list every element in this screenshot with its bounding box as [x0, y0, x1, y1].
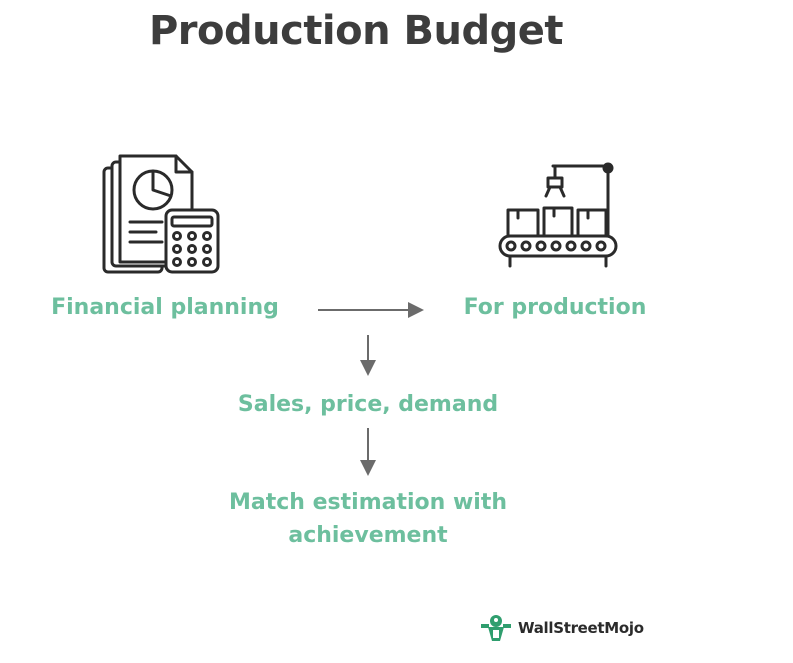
node-sales-price-demand: Sales, price, demand: [237, 392, 499, 417]
node-for-production: For production: [463, 295, 647, 320]
conveyor-factory-icon: [498, 162, 618, 268]
page-title: Production Budget: [148, 8, 564, 54]
wallstreetmojo-logo-icon: [481, 615, 511, 641]
node-match-estimation: Match estimation with achievement: [229, 490, 507, 548]
brand-logo: WallStreetMojo: [478, 612, 644, 644]
document-calculator-icon: [102, 154, 220, 274]
node-financial-planning: Financial planning: [51, 295, 279, 320]
logo-text: WallStreetMojo: [518, 619, 644, 637]
